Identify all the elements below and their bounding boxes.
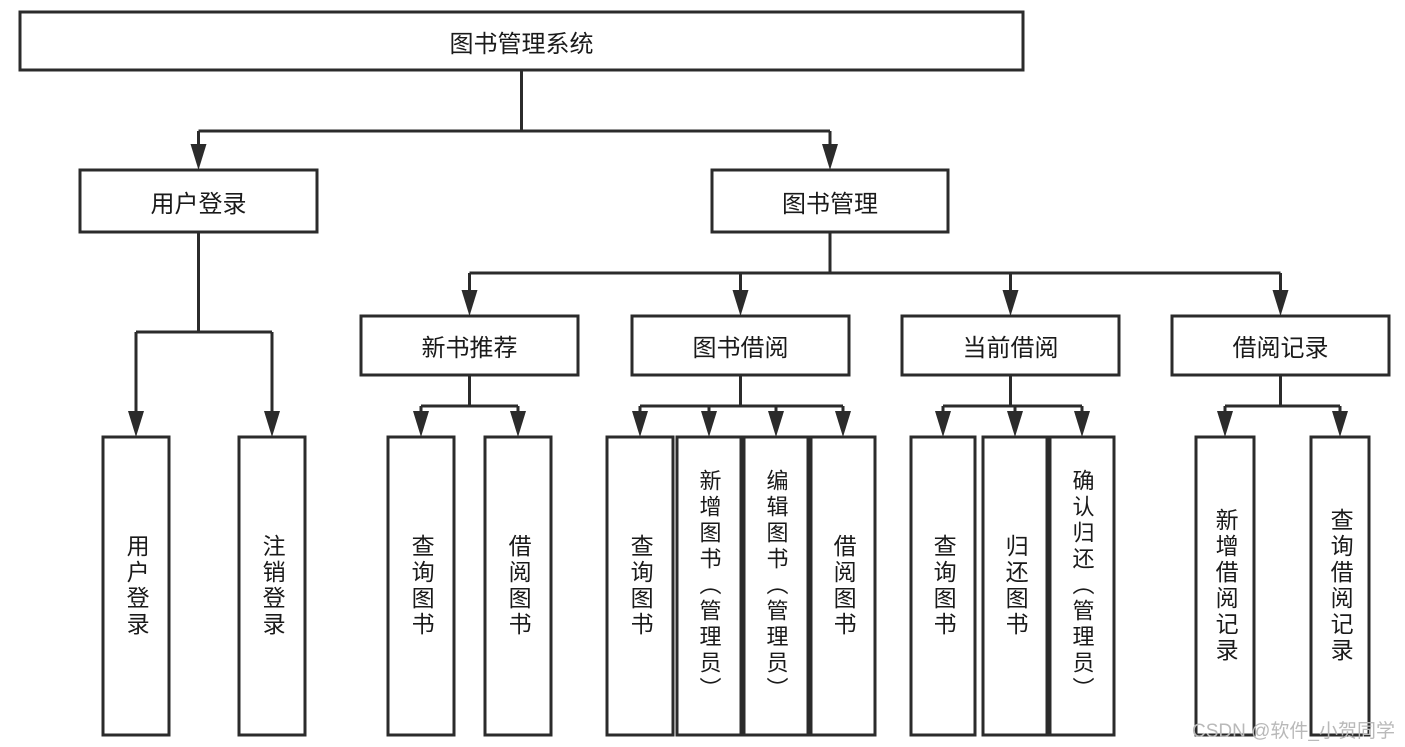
node-box-book-manage[interactable]	[710, 168, 950, 234]
node-box-new-book-rec[interactable]	[359, 314, 580, 377]
node-box-leaf-edit-book-admin[interactable]	[742, 435, 810, 737]
connector-group-current-borrow	[935, 375, 1090, 437]
node-box-leaf-query-borrow-record[interactable]	[1309, 435, 1371, 737]
connector-group-book-borrow	[632, 375, 851, 437]
node-box-leaf-user-login[interactable]	[101, 435, 171, 737]
node-box-leaf-return-book[interactable]	[981, 435, 1049, 737]
node-box-leaf-add-borrow-record[interactable]	[1194, 435, 1256, 737]
node-box-borrow-record[interactable]	[1170, 314, 1391, 377]
node-box-leaf-query-book-3[interactable]	[909, 435, 977, 737]
node-box-leaf-confirm-return-admin[interactable]	[1048, 435, 1116, 737]
node-box-leaf-query-book-1[interactable]	[386, 435, 456, 737]
node-box-leaf-borrow-book-1[interactable]	[483, 435, 553, 737]
node-box-leaf-query-book-2[interactable]	[605, 435, 675, 737]
node-box-leaf-borrow-book-2[interactable]	[809, 435, 877, 737]
node-box-book-borrow[interactable]	[630, 314, 851, 377]
nodes-layer	[18, 10, 1391, 737]
node-box-user-login[interactable]	[78, 168, 319, 234]
connector-group-new-book-rec	[413, 375, 526, 437]
node-box-leaf-user-logout[interactable]	[237, 435, 307, 737]
connectors-layer	[128, 70, 1348, 437]
connector-group-user-login	[128, 232, 280, 437]
node-box-current-borrow[interactable]	[900, 314, 1121, 377]
connector-group-book-manage	[461, 232, 1289, 316]
node-box-leaf-add-book-admin[interactable]	[675, 435, 743, 737]
connector-group-borrow-record	[1217, 375, 1348, 437]
node-box-root[interactable]	[18, 10, 1025, 72]
connector-group-root	[190, 70, 838, 170]
